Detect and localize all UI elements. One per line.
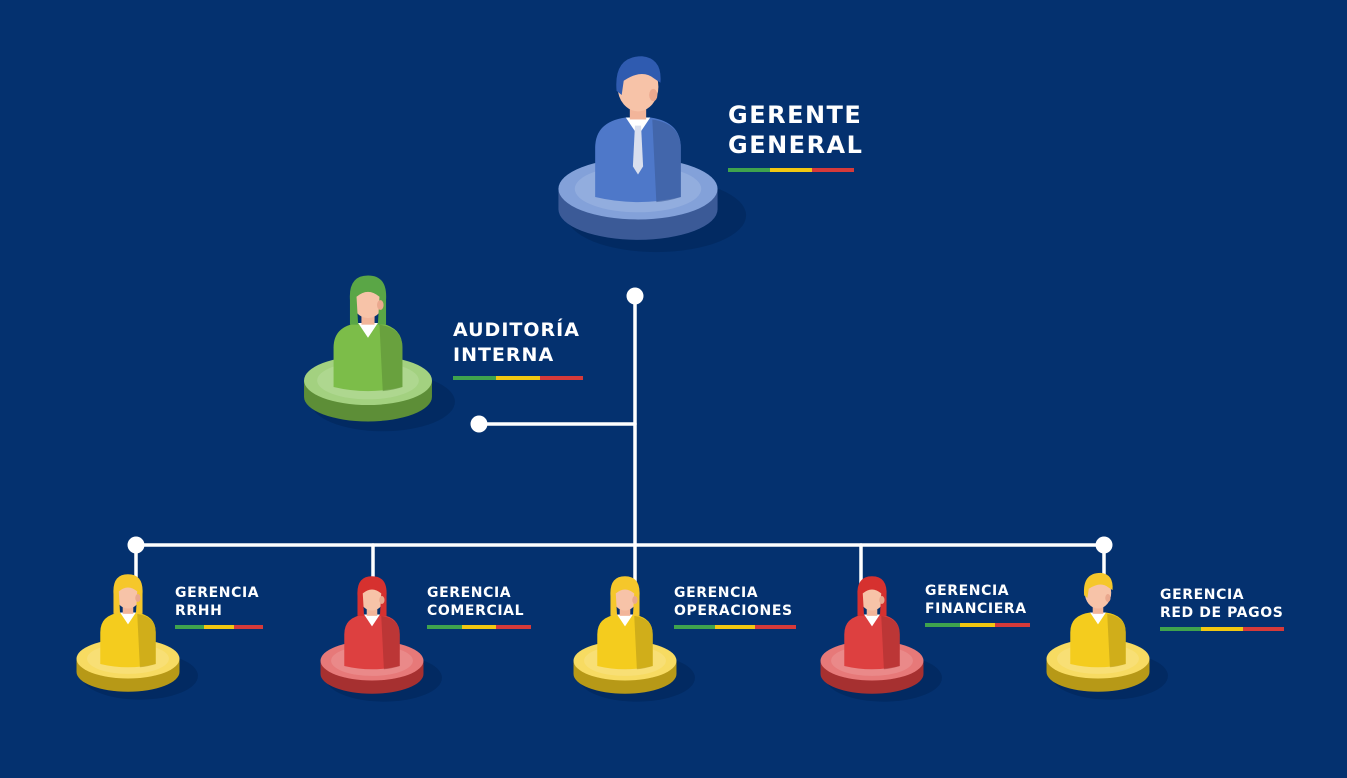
person-hair bbox=[857, 576, 887, 616]
person-neck bbox=[366, 605, 378, 616]
accent-bar bbox=[1160, 627, 1284, 631]
label-line: GERENCIA bbox=[1160, 587, 1245, 603]
person-ear bbox=[632, 596, 638, 604]
label-line: GERENTE bbox=[728, 101, 863, 129]
figure-gerencia-rrhh bbox=[76, 574, 198, 700]
label-gerencia-red-de-pagos: GERENCIA RED DE PAGOS bbox=[1160, 586, 1284, 631]
label-line: RRHH bbox=[175, 603, 223, 619]
label-line: COMERCIAL bbox=[427, 603, 525, 619]
person-neck bbox=[122, 603, 134, 614]
label-gerencia-operaciones: GERENCIA OPERACIONES bbox=[674, 584, 797, 629]
label-line: GERENCIA bbox=[674, 585, 759, 601]
person-hair bbox=[610, 576, 640, 616]
accent-bar bbox=[674, 625, 797, 629]
person-body-shade bbox=[881, 615, 900, 670]
label-line: OPERACIONES bbox=[674, 603, 793, 619]
label-gerencia-financiera: GERENCIA FINANCIERA bbox=[925, 582, 1030, 627]
connector-dot bbox=[127, 536, 145, 554]
person-body-shade bbox=[381, 615, 400, 670]
person-ear bbox=[1105, 594, 1111, 602]
figure-gerencia-financiera bbox=[820, 576, 942, 702]
person-hair bbox=[357, 576, 387, 616]
person-collar bbox=[864, 614, 880, 627]
person-ear bbox=[377, 300, 384, 310]
label-gerente-general: GERENTE GENERAL bbox=[728, 100, 863, 172]
label-gerencia-comercial: GERENCIA COMERCIAL bbox=[427, 584, 532, 629]
label-line: GERENCIA bbox=[427, 585, 512, 601]
person-hair bbox=[349, 275, 387, 325]
figure-gerencia-comercial bbox=[320, 576, 442, 702]
person-collar bbox=[1090, 612, 1106, 625]
figure-auditoria-interna bbox=[304, 275, 455, 432]
person-collar bbox=[617, 614, 633, 627]
person-body-shade bbox=[652, 119, 681, 203]
person-neck bbox=[866, 605, 878, 616]
label-line: AUDITORÍA bbox=[453, 319, 580, 341]
label-line: GERENCIA bbox=[925, 583, 1010, 599]
connector-dot bbox=[470, 415, 488, 433]
person-body-shade bbox=[634, 615, 653, 670]
label-line: INTERNA bbox=[453, 344, 555, 366]
label-line: RED DE PAGOS bbox=[1160, 605, 1284, 621]
label-line: GERENCIA bbox=[175, 585, 260, 601]
figure-gerencia-operaciones bbox=[573, 576, 695, 702]
person-ear bbox=[649, 88, 658, 102]
accent-bar bbox=[427, 625, 532, 629]
person-hair bbox=[1083, 572, 1113, 598]
figure-gerente-general bbox=[558, 56, 747, 253]
accent-bar bbox=[453, 376, 583, 380]
connector-dot bbox=[1095, 536, 1113, 554]
accent-bar bbox=[175, 625, 263, 629]
accent-bar bbox=[728, 168, 854, 172]
person-ear bbox=[879, 596, 885, 604]
label-line: GENERAL bbox=[728, 131, 864, 159]
connector-lines bbox=[127, 287, 1113, 597]
person-tie bbox=[632, 125, 644, 175]
person-neck bbox=[1092, 603, 1104, 614]
person-body-shade bbox=[1107, 613, 1126, 668]
person-ear bbox=[379, 596, 385, 604]
label-gerencia-rrhh: GERENCIA RRHH bbox=[175, 584, 263, 629]
accent-bar bbox=[925, 623, 1030, 627]
figure-gerencia-red-de-pagos bbox=[1046, 572, 1168, 700]
person-collar bbox=[364, 614, 380, 627]
person-neck bbox=[619, 605, 631, 616]
person-body-shade bbox=[379, 324, 403, 392]
connector-dot bbox=[626, 287, 644, 305]
person-hair bbox=[113, 574, 143, 614]
person-hair bbox=[616, 56, 661, 95]
person-body-shade bbox=[137, 613, 156, 668]
person-ear bbox=[135, 594, 141, 602]
label-line: FINANCIERA bbox=[925, 601, 1027, 617]
person-collar bbox=[358, 323, 378, 338]
person-collar bbox=[120, 612, 136, 625]
label-auditoria-interna: AUDITORÍA INTERNA bbox=[453, 318, 583, 380]
